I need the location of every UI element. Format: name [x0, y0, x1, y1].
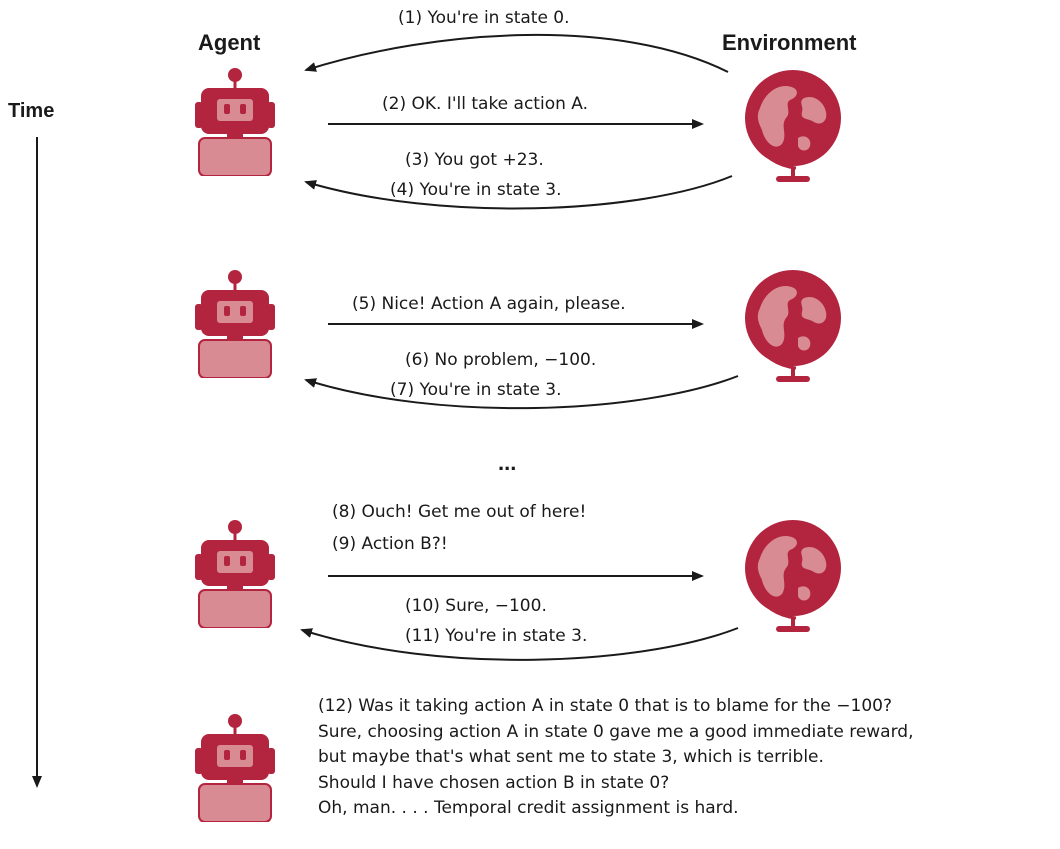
message-4: (4) You're in state 3. [390, 180, 562, 200]
environment-globe-icon [745, 70, 841, 182]
reflection-line: (12) Was it taking action A in state 0 t… [318, 696, 892, 716]
message-6: (6) No problem, −100. [405, 350, 597, 370]
message-8: (8) Ouch! Get me out of here! [332, 502, 587, 522]
agent-robot-icon [195, 270, 275, 378]
message-2: (2) OK. I'll take action A. [382, 94, 589, 114]
agent-robot-icon [195, 68, 275, 176]
message-5: (5) Nice! Action A again, please. [352, 294, 626, 314]
time-label: Time [8, 100, 55, 122]
reflection-line: Oh, man. . . . Temporal credit assignmen… [318, 798, 739, 818]
message-7: (7) You're in state 3. [390, 380, 562, 400]
arrow-env-to-agent-3 [304, 175, 733, 210]
reflection-line: Sure, choosing action A in state 0 gave … [318, 721, 914, 742]
ellipsis: ... [498, 450, 517, 475]
message-1: (1) You're in state 0. [398, 8, 570, 28]
message-10: (10) Sure, −100. [405, 596, 547, 616]
agent-header: Agent [198, 30, 261, 55]
environment-header: Environment [722, 30, 857, 55]
reflection-line: but maybe that's what sent me to state 3… [318, 747, 824, 767]
environment-globe-icon [745, 520, 841, 632]
message-11: (11) You're in state 3. [405, 626, 588, 646]
agent-robot-icon [195, 520, 275, 628]
message-3: (3) You got +23. [405, 150, 544, 170]
message-9: (9) Action B?! [332, 534, 448, 554]
environment-globe-icon [745, 270, 841, 382]
agent-reflection: (12) Was it taking action A in state 0 t… [318, 694, 913, 822]
arrow-env-to-agent-10 [300, 627, 739, 661]
reflection-line: Should I have chosen action B in state 0… [318, 772, 670, 793]
agent-robot-icon [195, 714, 275, 822]
arrow-env-to-agent-1 [304, 34, 729, 73]
arrow-env-to-agent-6 [304, 375, 739, 410]
